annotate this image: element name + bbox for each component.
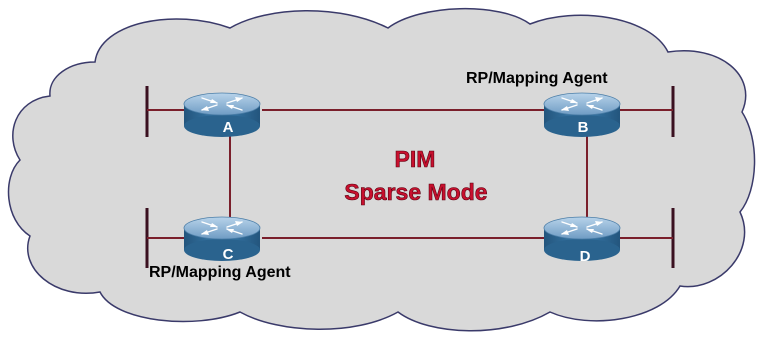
router-label-a: A [223,119,234,136]
agent-label-bottom: RP/Mapping Agent [149,264,291,281]
router-label-c: C [223,246,234,263]
network-cloud [7,7,756,332]
router-label-d: D [580,248,591,265]
router-label-b: B [578,119,589,136]
title-line-1: PIM [395,146,436,172]
agent-label-top: RP/Mapping Agent [466,70,608,87]
title-line-2: Sparse Mode [344,179,487,205]
